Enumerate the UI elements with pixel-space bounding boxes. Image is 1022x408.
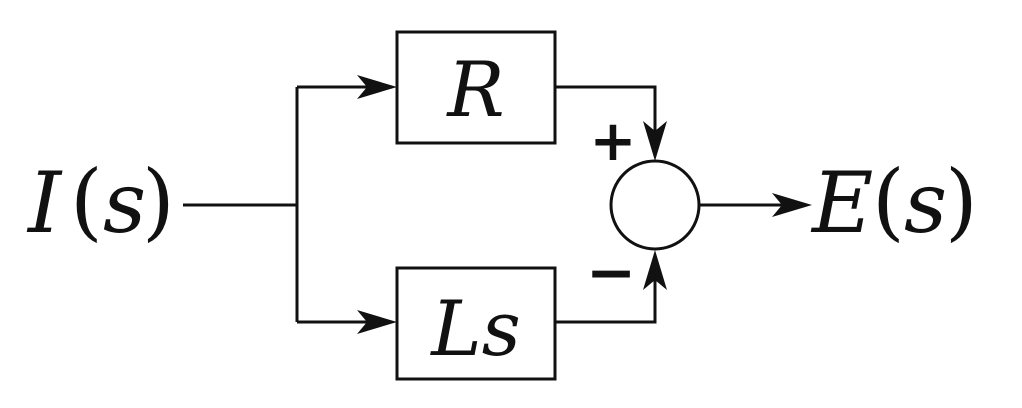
upper-sum-arrowhead [643,121,667,161]
block-ls-label: Ls [429,284,520,373]
block-r-box [395,30,557,145]
output-signal-label: E ( s ) [810,152,978,252]
output-variable: s [904,154,947,252]
upper-feed-arrowhead [357,75,397,99]
summing-junction [609,159,701,251]
input-signal-label: I ( s ) [26,152,175,252]
input-close-paren: ) [142,152,175,250]
output-open-paren: ( [872,152,905,250]
input-variable: s [103,154,146,252]
block-r: R [395,30,557,145]
minus-sign: − [586,238,636,308]
lower-feed-arrowhead [357,310,397,334]
output-arrowhead [772,193,812,217]
block-ls: Ls [395,266,557,381]
lower-output-line [555,272,657,324]
output-close-paren: ) [945,152,978,250]
plus-sign: + [590,109,637,174]
upper-output-line [555,85,657,138]
block-r-label: R [445,45,504,134]
lower-sum-arrowhead [643,250,667,290]
output-func-symbol: E [810,154,873,252]
input-func-symbol: I [26,154,63,252]
input-open-paren: ( [70,152,103,250]
